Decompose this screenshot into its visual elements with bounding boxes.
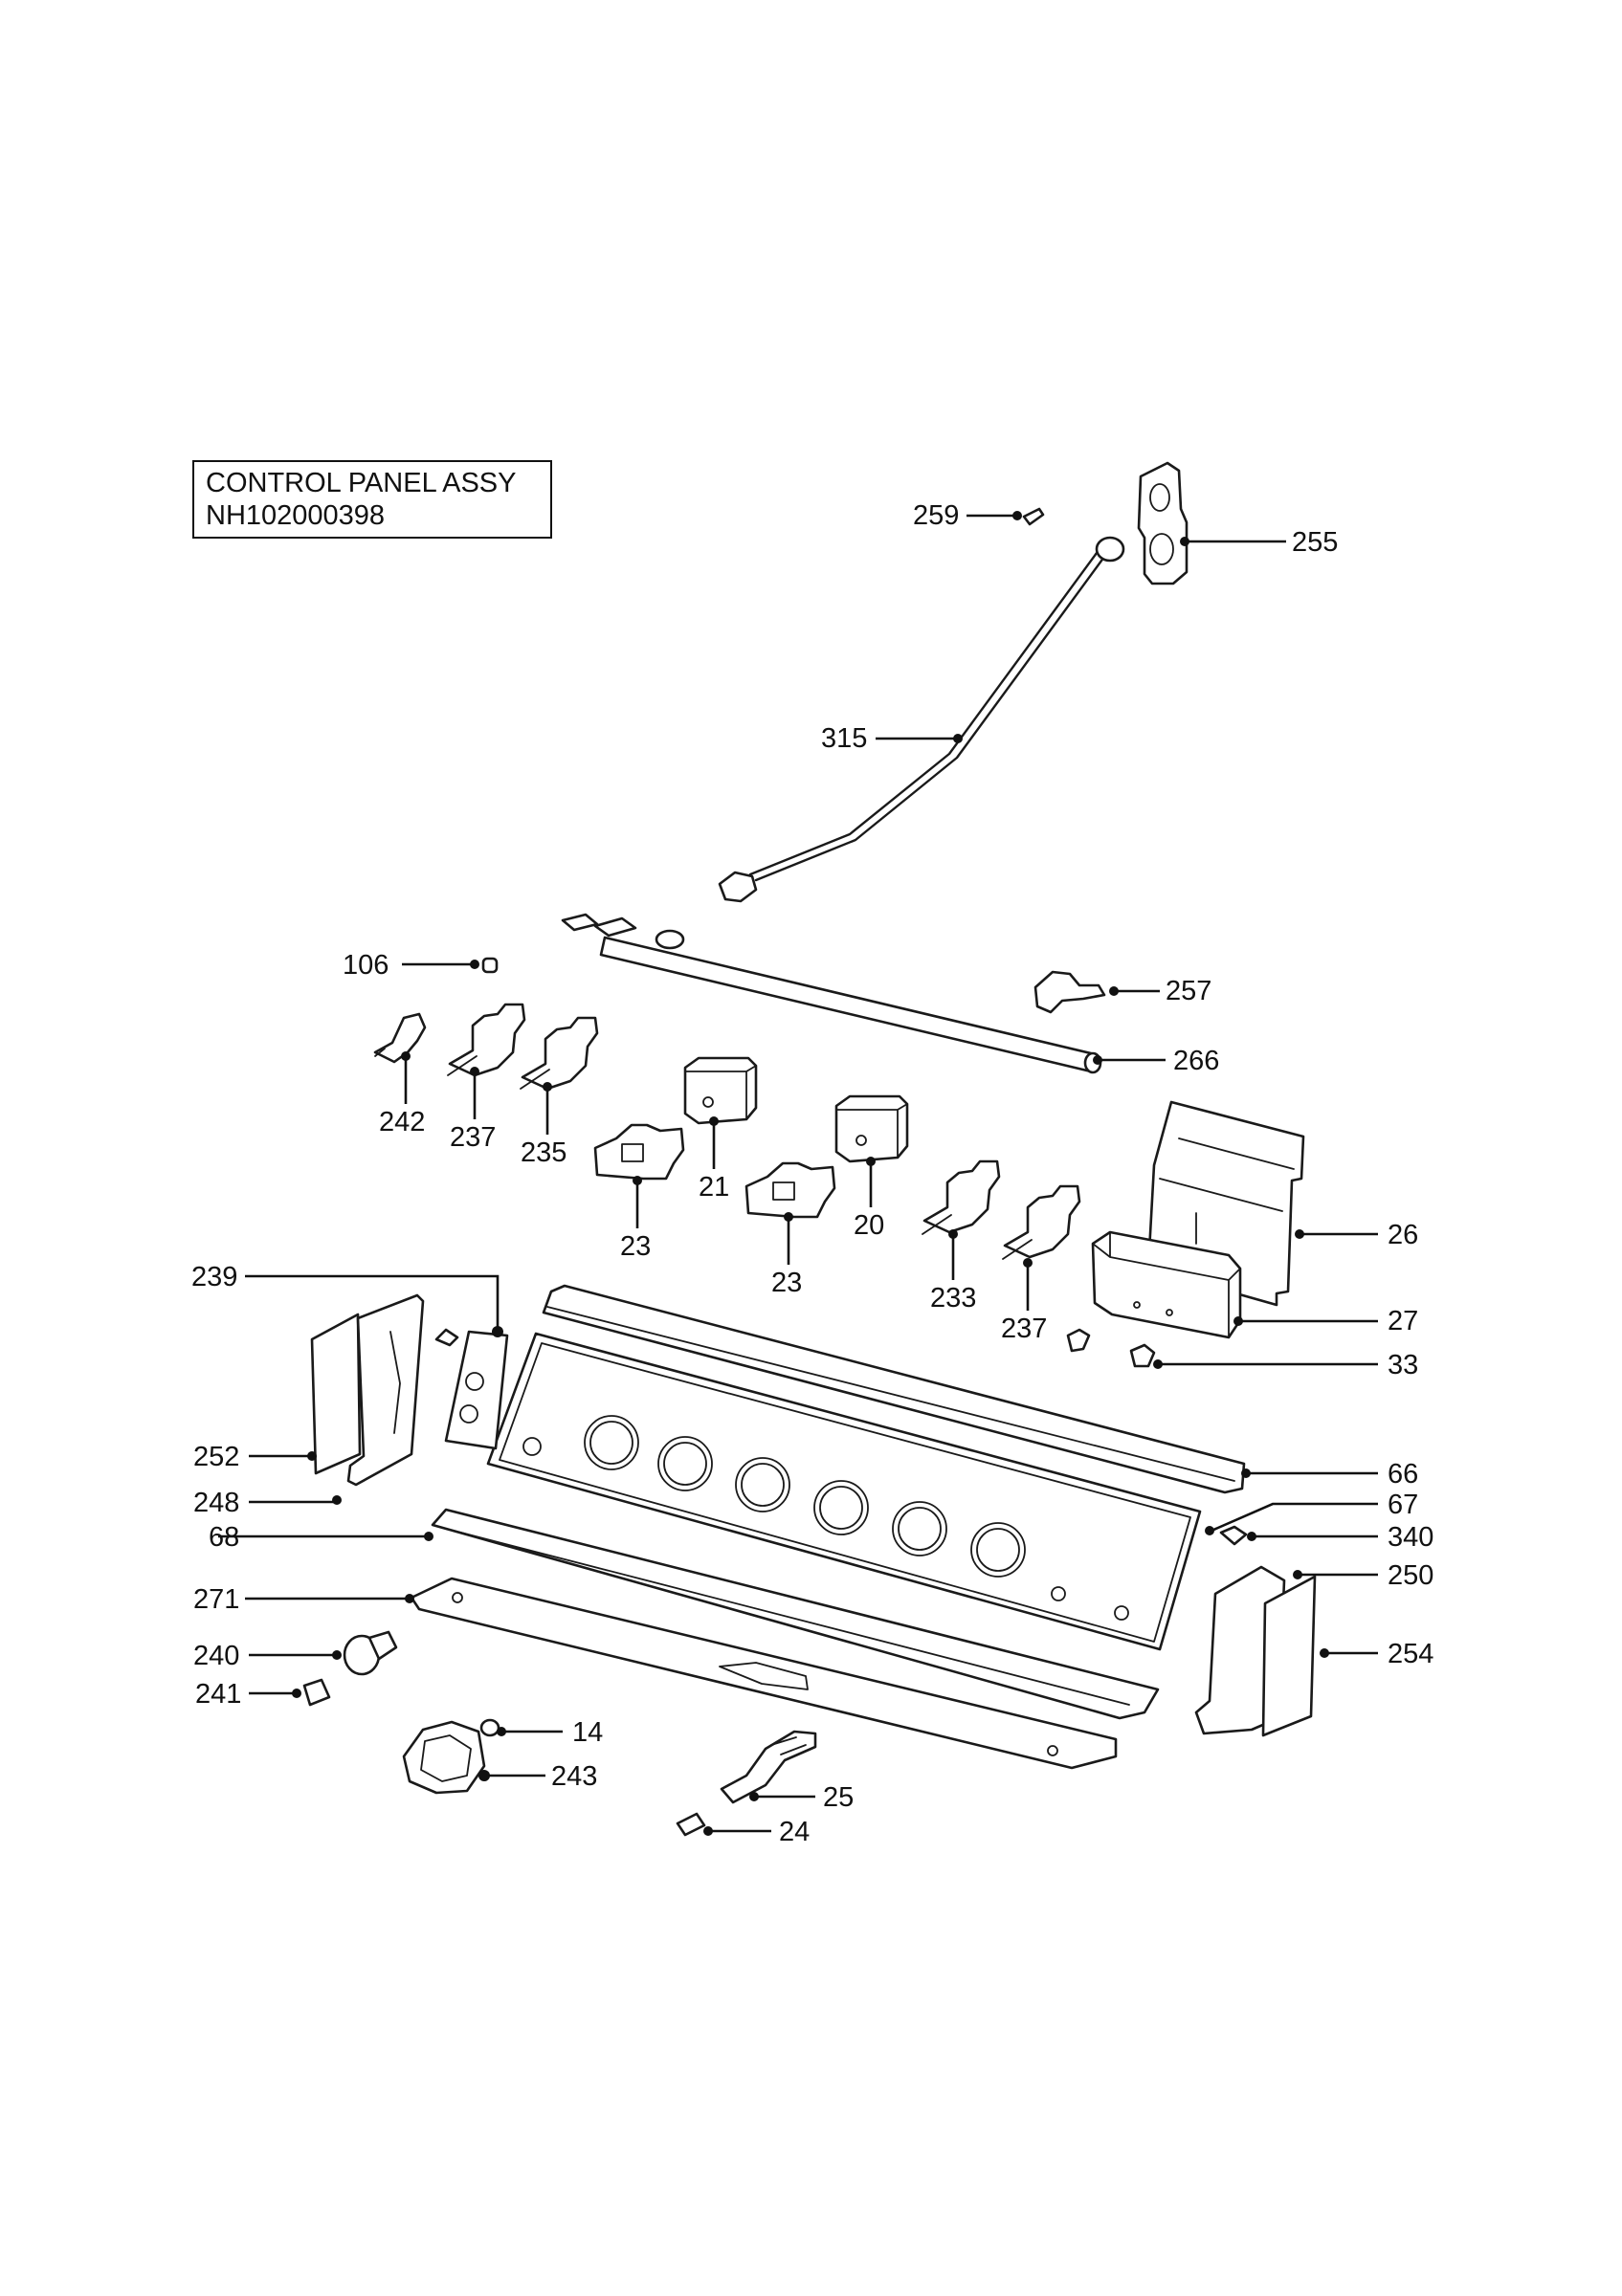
callout-271: 271 — [193, 1584, 239, 1615]
part-25-spark-plug — [720, 1730, 817, 1804]
callout-257: 257 — [1166, 976, 1211, 1006]
callout-254: 254 — [1388, 1639, 1433, 1669]
callout-24: 24 — [779, 1817, 810, 1847]
part-255-bracket — [1137, 461, 1189, 585]
callout-250: 250 — [1388, 1560, 1433, 1591]
part-235-switch — [520, 1016, 599, 1091]
part-241-cap — [302, 1678, 331, 1707]
part-66-trim-strip — [542, 1284, 1246, 1494]
callout-255: 255 — [1292, 527, 1338, 558]
callout-25: 25 — [823, 1782, 854, 1813]
part-237-switch-left — [447, 1003, 526, 1077]
callout-239: 239 — [191, 1262, 237, 1292]
callout-14: 14 — [572, 1717, 603, 1748]
part-239-clip — [434, 1328, 459, 1347]
assembly-title: CONTROL PANEL ASSY — [206, 468, 517, 498]
part-33-knob-stud — [1066, 1328, 1156, 1368]
callout-237-right: 237 — [1001, 1314, 1047, 1344]
part-243-knob — [402, 1720, 486, 1795]
part-23-switch-right — [744, 1161, 836, 1219]
part-242-switch — [373, 1012, 427, 1064]
callout-106: 106 — [343, 950, 389, 981]
callout-66: 66 — [1388, 1459, 1418, 1490]
callout-241: 241 — [195, 1679, 241, 1710]
part-257-clip — [1033, 970, 1106, 1014]
callout-252: 252 — [193, 1442, 239, 1472]
callout-labels: 259 255 315 106 257 266 242 237 235 21 2… — [191, 500, 1433, 1847]
callout-27: 27 — [1388, 1306, 1418, 1336]
callout-67: 67 — [1388, 1490, 1418, 1520]
part-237-switch-right — [1002, 1184, 1081, 1260]
callout-68: 68 — [209, 1522, 239, 1553]
callout-235: 235 — [521, 1137, 567, 1168]
part-271-base-plate — [410, 1577, 1118, 1770]
callout-248: 248 — [193, 1488, 239, 1518]
part-68-lower-trim — [431, 1508, 1160, 1720]
part-23-switch-left — [593, 1123, 685, 1181]
part-254-side-plate — [1261, 1575, 1317, 1737]
callout-26: 26 — [1388, 1220, 1418, 1250]
part-233-switch — [922, 1159, 1001, 1235]
assembly-code: NH102000398 — [206, 500, 386, 531]
leader-lines — [218, 511, 1378, 1836]
callout-340: 340 — [1388, 1522, 1433, 1553]
part-266-rod — [561, 913, 1102, 1074]
part-315-thermocouple — [718, 536, 1125, 903]
title-box: CONTROL PANEL ASSY NH102000398 — [192, 460, 552, 539]
callout-259: 259 — [913, 500, 959, 531]
callout-315: 315 — [821, 723, 867, 754]
callout-233: 233 — [930, 1283, 976, 1314]
callout-21: 21 — [699, 1172, 729, 1203]
part-24-electrode — [676, 1812, 706, 1837]
callout-23-right: 23 — [771, 1268, 802, 1298]
callout-237-left: 237 — [450, 1122, 496, 1153]
part-106-grommet — [481, 957, 499, 974]
part-20-block — [834, 1094, 909, 1163]
callout-266: 266 — [1173, 1046, 1219, 1076]
part-252-side-plate — [310, 1313, 362, 1475]
part-250-end-bracket — [1194, 1565, 1286, 1735]
part-340-clip — [1219, 1525, 1248, 1546]
part-21-block — [683, 1056, 758, 1125]
callout-23-left: 23 — [620, 1231, 651, 1262]
callout-33: 33 — [1388, 1350, 1418, 1380]
callout-242: 242 — [379, 1107, 425, 1137]
callout-20: 20 — [854, 1210, 884, 1241]
part-259-screw — [1022, 507, 1045, 526]
callout-243: 243 — [551, 1761, 597, 1792]
part-239-lens — [444, 1330, 509, 1450]
part-27-timer-box — [1091, 1230, 1242, 1339]
part-67-control-panel — [486, 1332, 1202, 1651]
part-240-lamp — [343, 1630, 398, 1676]
part-14-spring — [479, 1718, 500, 1737]
callout-240: 240 — [193, 1641, 239, 1671]
part-248-end-bracket — [346, 1293, 425, 1487]
